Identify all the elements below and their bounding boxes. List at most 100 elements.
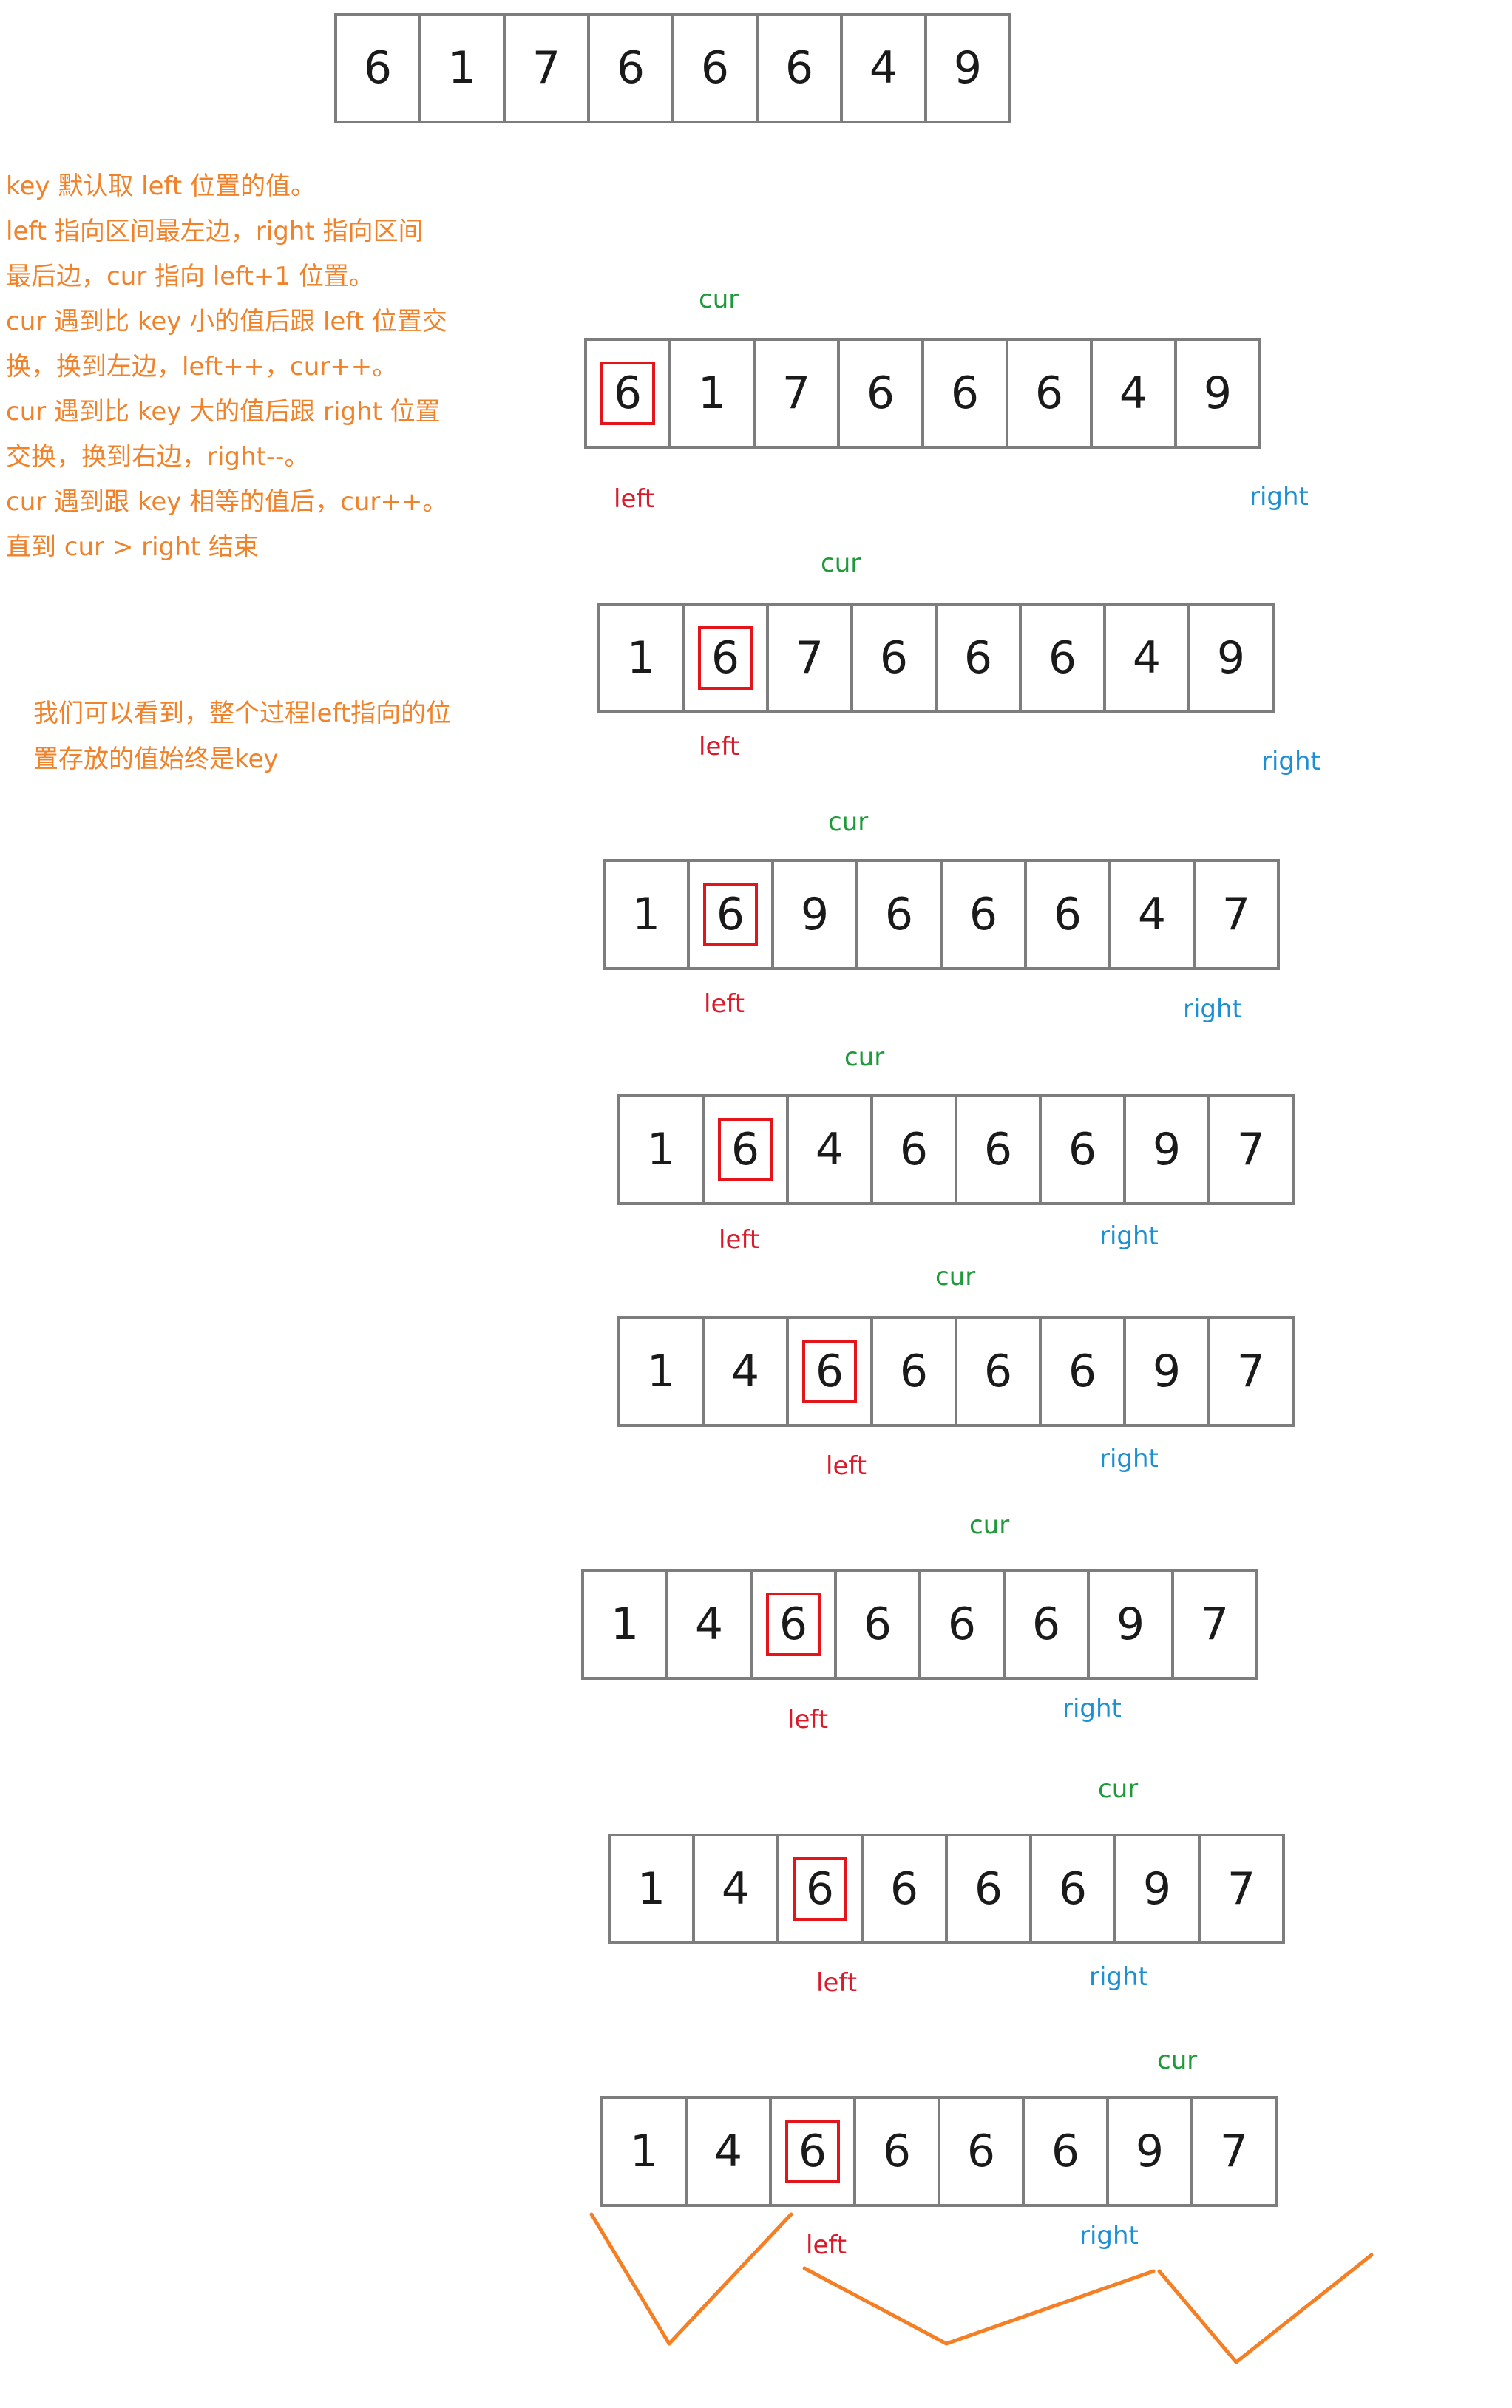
- array-cell: 7: [1207, 1094, 1295, 1205]
- array-cell: 9: [1187, 603, 1275, 713]
- cell-value: 6: [969, 889, 998, 940]
- cell-value: 6: [974, 1863, 1003, 1915]
- explanation-line: 直到 cur > right 结束: [6, 532, 259, 562]
- cur-pointer-label: cur: [828, 807, 869, 837]
- cell-value: 6: [1031, 1598, 1061, 1650]
- explanation-line: cur 遇到比 key 小的值后跟 left 位置交: [6, 307, 447, 336]
- array-cell: 7: [1190, 2096, 1278, 2207]
- array-cell: 1: [597, 603, 685, 713]
- cell-value: 6: [1053, 889, 1082, 940]
- right-pointer-label: right: [1062, 1694, 1122, 1723]
- cell-value: 6: [1068, 1346, 1097, 1397]
- right-pointer-label: right: [1089, 1962, 1148, 1992]
- array-cell: 6: [945, 1834, 1032, 1944]
- array-cell: 7: [1198, 1834, 1285, 1944]
- array-cell: 1: [617, 1094, 705, 1205]
- right-pointer-label: right: [1099, 1221, 1159, 1251]
- array-cell: 6: [671, 13, 759, 123]
- array-cell: 7: [1171, 1569, 1258, 1680]
- cell-value: 1: [631, 889, 661, 940]
- cell-value: 9: [1142, 1863, 1172, 1915]
- key-cell: 6: [750, 1569, 837, 1680]
- cell-value: 7: [782, 367, 811, 419]
- cell-value: 4: [1137, 889, 1167, 940]
- cell-value: 4: [1119, 367, 1148, 419]
- cell-value: 6: [866, 367, 895, 419]
- array-cell: 7: [766, 603, 853, 713]
- left-pointer-label: left: [826, 1451, 867, 1481]
- cell-value: 4: [713, 2126, 743, 2177]
- array-cell: 6: [837, 338, 924, 449]
- cell-value: 6: [884, 889, 914, 940]
- cell-value: 4: [694, 1598, 724, 1650]
- left-pointer-label: left: [699, 732, 740, 762]
- cell-value: 6: [765, 1593, 821, 1656]
- array-cell: 6: [940, 859, 1027, 970]
- array-cell: 1: [617, 1316, 705, 1427]
- cell-value: 1: [637, 1863, 666, 1915]
- array-cell: 1: [418, 13, 506, 123]
- cell-value: 6: [697, 626, 753, 690]
- key-cell: 6: [687, 859, 774, 970]
- array-cell: 7: [1193, 859, 1280, 970]
- cell-value: 7: [1227, 1863, 1256, 1915]
- cell-value: 7: [1221, 889, 1251, 940]
- cell-value: 6: [702, 883, 759, 946]
- array-cell: 7: [753, 338, 840, 449]
- cell-value: 6: [1068, 1124, 1097, 1176]
- cell-value: 6: [863, 1598, 892, 1650]
- array-cell: 9: [1123, 1094, 1210, 1205]
- cell-value: 6: [983, 1124, 1013, 1176]
- cell-value: 6: [963, 632, 993, 684]
- cell-value: 6: [947, 1598, 977, 1650]
- cell-value: 1: [646, 1346, 676, 1397]
- observation-line: 我们可以看到，整个过程left指向的位: [33, 699, 452, 728]
- cur-pointer-label: cur: [1157, 2046, 1198, 2075]
- array-cell: 9: [1123, 1316, 1210, 1427]
- cell-value: 9: [1116, 1598, 1145, 1650]
- cell-value: 6: [983, 1346, 1013, 1397]
- key-cell: 6: [682, 603, 769, 713]
- cell-value: 7: [795, 632, 824, 684]
- explanation-line: key 默认取 left 位置的值。: [6, 172, 316, 201]
- cell-value: 6: [899, 1124, 929, 1176]
- explanation-line: left 指向区间最左边，right 指向区间: [6, 217, 424, 246]
- cur-pointer-label: cur: [1098, 1774, 1139, 1804]
- cell-value: 6: [889, 1863, 919, 1915]
- array-cell: 9: [924, 13, 1011, 123]
- cell-value: 6: [950, 367, 980, 419]
- observation-line: 置存放的值始终是key: [33, 745, 279, 774]
- cell-value: 6: [717, 1118, 773, 1181]
- right-pointer-label: right: [1261, 747, 1321, 776]
- cell-value: 6: [700, 42, 730, 94]
- left-pointer-label: left: [704, 989, 745, 1019]
- cur-pointer-label: cur: [969, 1510, 1010, 1540]
- cell-value: 6: [363, 42, 393, 94]
- array-cell: 6: [587, 13, 674, 123]
- explanation-line: 最后边，cur 指向 left+1 位置。: [6, 262, 374, 291]
- cell-value: 9: [800, 889, 830, 940]
- array-cell: 9: [1087, 1569, 1174, 1680]
- cell-value: 9: [953, 42, 983, 94]
- cell-value: 4: [815, 1124, 844, 1176]
- cell-value: 6: [784, 42, 814, 94]
- cell-value: 7: [1236, 1124, 1266, 1176]
- cell-value: 6: [1051, 2126, 1080, 2177]
- cell-value: 1: [610, 1598, 640, 1650]
- left-pointer-label: left: [787, 1705, 829, 1734]
- array-cell: 4: [1103, 603, 1190, 713]
- cell-value: 1: [646, 1124, 676, 1176]
- array-cell: 9: [1174, 338, 1261, 449]
- cell-value: 6: [792, 1857, 848, 1921]
- array-cell: 6: [870, 1316, 957, 1427]
- cell-value: 9: [1135, 2126, 1164, 2177]
- cell-value: 6: [1058, 1863, 1088, 1915]
- array-cell: 6: [870, 1094, 957, 1205]
- cur-pointer-label: cur: [844, 1042, 885, 1072]
